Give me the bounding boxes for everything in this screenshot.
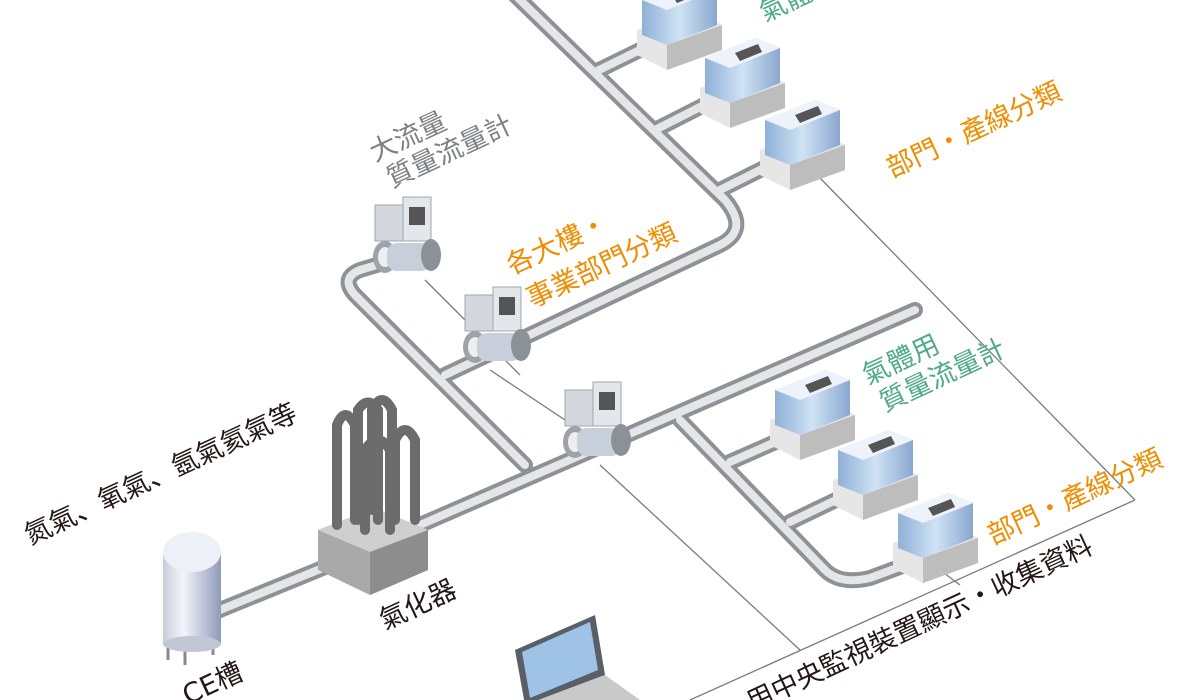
gas-mass-flow-meter: [770, 370, 855, 460]
ce-tank: [163, 532, 221, 665]
laptop-icon: [515, 615, 640, 700]
dept-line-top-label: 部門・產線分類: [882, 76, 1066, 184]
main-flow-meter: [562, 381, 632, 459]
vaporizer: [318, 395, 428, 595]
gas-mass-flow-meter: [893, 493, 978, 583]
building-flow-meter: [462, 286, 532, 364]
gas-mass-flow-meter: [833, 430, 918, 520]
gas-meter-top-label: 氣體用: [755, 0, 842, 28]
pipes: [207, 0, 923, 620]
large-flow-meter: [372, 196, 442, 274]
gases-label: 氮氣、氧氣、氬氣氦氣等: [20, 398, 302, 552]
gas-mass-flow-meter: [760, 100, 845, 190]
ce-tank-label: CE槽: [178, 657, 248, 700]
